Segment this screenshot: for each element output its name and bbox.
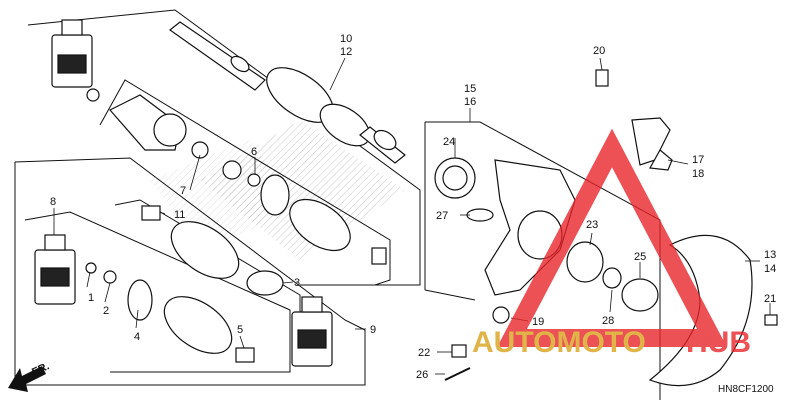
label-16: 16 [464, 96, 476, 108]
label-19: 19 [532, 316, 544, 328]
label-22: 22 [418, 347, 430, 359]
label-12: 12 [340, 46, 352, 58]
label-20: 20 [593, 45, 605, 57]
grease-bottle-top [51, 19, 93, 88]
frame-inner-joint [99, 79, 391, 286]
label-18: 18 [692, 168, 704, 180]
label-1: 1 [88, 292, 94, 304]
label-14: 14 [764, 263, 776, 275]
frame-8 [24, 211, 291, 373]
frame-9 [14, 162, 366, 386]
leader-lines [53, 57, 771, 375]
boots-and-clamps [85, 174, 387, 363]
direction-label: FR. [30, 360, 51, 378]
grease-bottle-left [34, 234, 76, 305]
frame-15-16 [425, 121, 661, 400]
label-9: 9 [370, 324, 376, 336]
frame-9-top [14, 157, 366, 331]
label-21: 21 [764, 293, 776, 305]
part-labels: 1 2 3 4 5 6 7 8 9 10 11 12 13 14 15 16 1… [50, 33, 776, 381]
label-3: 3 [294, 277, 300, 289]
group-frames [14, 9, 661, 400]
frame-10-12 [27, 9, 421, 286]
label-4: 4 [134, 331, 140, 343]
label-23: 23 [586, 219, 598, 231]
diagram-code: HN8CF1200 [718, 384, 774, 395]
label-11: 11 [174, 209, 185, 221]
watermark-text-a: AUTOMOTO [472, 326, 646, 359]
label-5: 5 [237, 324, 243, 336]
label-26: 26 [416, 369, 428, 381]
cv-joint-outer [86, 88, 261, 187]
label-25: 25 [634, 251, 646, 263]
label-27: 27 [436, 210, 448, 222]
axle-shaft [169, 21, 406, 164]
label-24: 24 [443, 136, 455, 148]
label-17: 17 [692, 154, 704, 166]
watermark-logo: AUTOMOTO HUB [472, 128, 751, 359]
label-7: 7 [180, 185, 186, 197]
label-2: 2 [103, 305, 109, 317]
label-6: 6 [251, 146, 257, 158]
watermark-text-b: HUB [686, 326, 751, 359]
label-15: 15 [464, 83, 476, 95]
label-8: 8 [50, 196, 56, 208]
grease-bottle-bottom [291, 296, 333, 367]
label-13: 13 [764, 249, 776, 261]
label-10: 10 [340, 33, 352, 45]
label-28: 28 [602, 315, 614, 327]
